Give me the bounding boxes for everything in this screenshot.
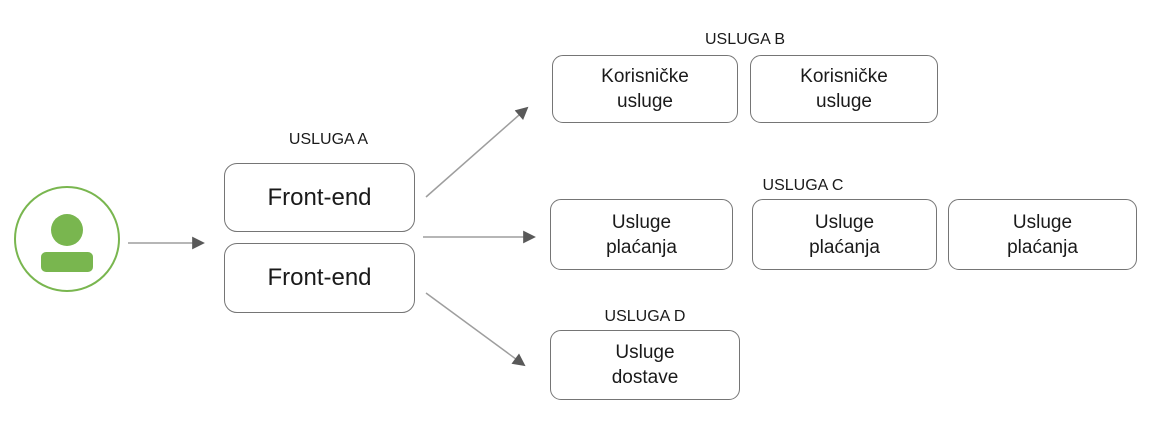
node-korisnicke-usluge-2: Korisničke usluge — [750, 55, 938, 123]
node-usluge-placanja-2-label: Usluge plaćanja — [809, 211, 880, 258]
person-icon-torso — [41, 252, 93, 272]
group-label-usluga-b: USLUGA B — [704, 31, 786, 48]
node-usluge-placanja-3-label: Usluge plaćanja — [1007, 211, 1078, 258]
node-usluge-dostave: Usluge dostave — [550, 330, 740, 400]
node-korisnicke-usluge-1-label: Korisničke usluge — [601, 66, 689, 112]
group-label-usluga-d: USLUGA D — [604, 308, 686, 325]
person-icon — [51, 214, 83, 246]
node-front-end-1: Front-end — [224, 163, 415, 232]
arrow-usluga-a-to-usluga-b — [425, 106, 529, 198]
group-label-usluga-a: USLUGA A — [288, 131, 369, 148]
node-usluge-placanja-1: Usluge plaćanja — [550, 199, 733, 270]
node-usluge-dostave-label: Usluge dostave — [611, 342, 679, 388]
user-avatar — [14, 186, 120, 292]
node-usluge-placanja-3: Usluge plaćanja — [948, 199, 1137, 270]
node-usluge-placanja-1-label: Usluge plaćanja — [606, 211, 677, 258]
node-usluge-placanja-2: Usluge plaćanja — [752, 199, 937, 270]
node-front-end-1-label: Front-end — [267, 183, 372, 211]
node-front-end-2-label: Front-end — [267, 264, 372, 291]
node-korisnicke-usluge-1: Korisničke usluge — [552, 55, 738, 123]
group-label-usluga-c: USLUGA C — [762, 177, 844, 194]
arrow-usluga-a-to-usluga-d — [425, 292, 526, 367]
node-front-end-2: Front-end — [224, 243, 415, 313]
node-korisnicke-usluge-2-label: Korisničke usluge — [800, 66, 888, 112]
